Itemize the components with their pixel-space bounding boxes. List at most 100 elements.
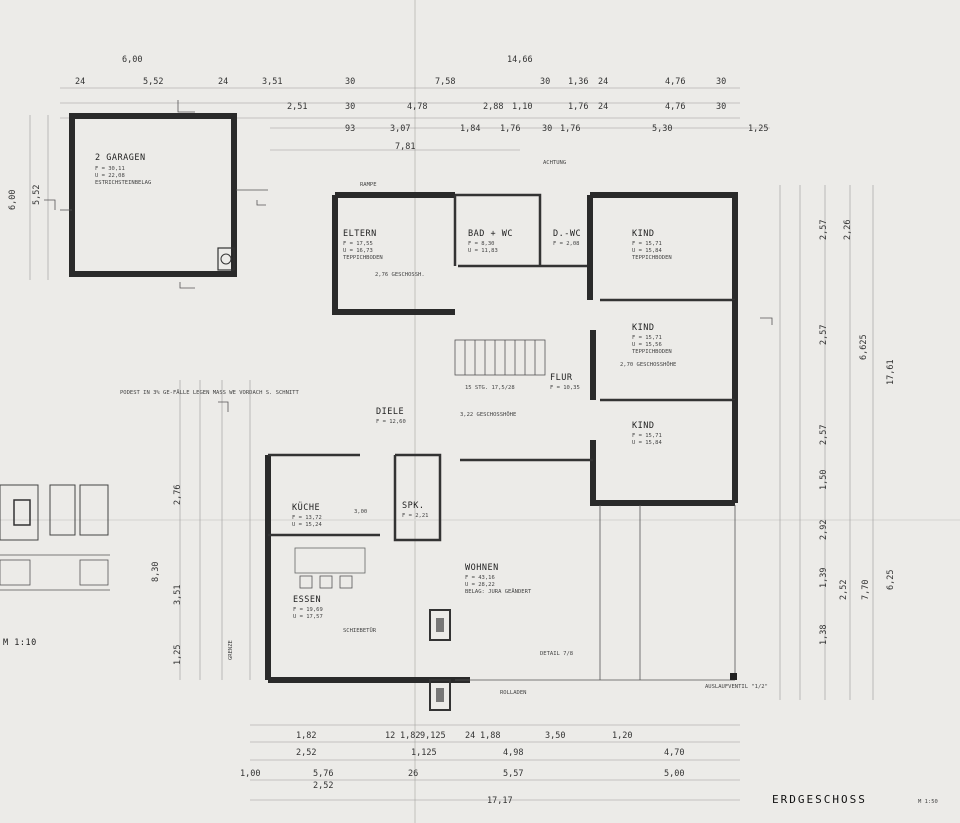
- dim-garage-width: 6,00: [122, 55, 142, 65]
- svg-text:1,36: 1,36: [568, 77, 588, 87]
- dim-row-3: 93 3,07 1,84 1,76 30 1,76 5,30 1,25: [345, 124, 768, 134]
- svg-text:30: 30: [716, 102, 726, 112]
- svg-text:U = 17,57: U = 17,57: [293, 614, 323, 620]
- svg-text:5,76: 5,76: [313, 769, 333, 779]
- label-podest: PODEST IN 3% GE-FÄLLE LEGEN MASS WE VORD…: [120, 389, 299, 396]
- svg-text:4,98: 4,98: [503, 748, 523, 758]
- svg-text:5,30: 5,30: [652, 124, 672, 134]
- svg-text:3,50: 3,50: [545, 731, 565, 741]
- svg-text:30: 30: [345, 77, 355, 87]
- room-dwc: D.-WC F = 2,08: [553, 229, 581, 247]
- room-flur: FLUR F = 10,35: [550, 373, 580, 391]
- svg-text:U = 15,56: U = 15,56: [632, 342, 662, 348]
- svg-text:1,82: 1,82: [296, 731, 316, 741]
- svg-text:1,25: 1,25: [173, 645, 183, 665]
- svg-text:ESSEN: ESSEN: [293, 595, 321, 605]
- svg-text:1,20: 1,20: [612, 731, 632, 741]
- svg-text:TEPPICHBODEN: TEPPICHBODEN: [632, 349, 672, 355]
- dining-table: [294, 547, 366, 574]
- svg-text:26: 26: [408, 769, 418, 779]
- svg-text:4,78: 4,78: [407, 102, 427, 112]
- label-auslaufventil: AUSLAUFVENTIL "1/2": [705, 684, 768, 690]
- svg-text:2 GARAGEN: 2 GARAGEN: [95, 153, 146, 163]
- svg-text:F = 30,11: F = 30,11: [95, 166, 125, 172]
- dim-bottom-row-1: 1,82 12 1,82 9,125 24 1,88 3,50 1,20: [296, 731, 632, 741]
- room-spk: SPK. F = 2,21: [402, 501, 429, 519]
- svg-text:1,125: 1,125: [411, 748, 437, 758]
- svg-text:3,07: 3,07: [390, 124, 410, 134]
- svg-text:F = 17,55: F = 17,55: [343, 241, 373, 247]
- fireplace: [429, 609, 451, 711]
- dim-row-1: 24 5,52 24 3,51 30 7,58 30 1,36 24 4,76 …: [75, 77, 726, 87]
- svg-text:1,88: 1,88: [480, 731, 500, 741]
- svg-text:BAD + WC: BAD + WC: [468, 229, 513, 239]
- svg-text:F = 2,08: F = 2,08: [553, 241, 580, 247]
- svg-text:24: 24: [598, 102, 608, 112]
- label-rampe: RAMPE: [360, 182, 377, 188]
- svg-text:TEPPICHBODEN: TEPPICHBODEN: [343, 255, 383, 261]
- dim-right-outer: 17,61: [886, 359, 896, 385]
- svg-text:93: 93: [345, 124, 355, 134]
- svg-text:FLUR: FLUR: [550, 373, 573, 383]
- svg-text:2,57: 2,57: [819, 220, 829, 240]
- svg-text:1,84: 1,84: [460, 124, 480, 134]
- svg-text:3,22 GESCHOSSHÖHE: 3,22 GESCHOSSHÖHE: [460, 411, 516, 418]
- room-eltern: ELTERN F = 17,55 U = 16,73 TEPPICHBODEN …: [343, 229, 425, 278]
- svg-text:KIND: KIND: [632, 229, 654, 239]
- svg-text:2,52: 2,52: [296, 748, 316, 758]
- svg-text:WOHNEN: WOHNEN: [465, 563, 499, 573]
- room-essen: ESSEN F = 19,69 U = 17,57: [293, 595, 323, 620]
- dim-right-mid: 6,625: [859, 334, 869, 360]
- dim-left-garage-outer: 6,00: [8, 190, 18, 210]
- svg-text:F = 13,72: F = 13,72: [292, 515, 322, 521]
- svg-text:1,00: 1,00: [240, 769, 260, 779]
- room-kind-1: KIND F = 15,71 U = 15,84 TEPPICHBODEN: [632, 229, 672, 261]
- svg-text:F = 15,71: F = 15,71: [632, 335, 662, 341]
- svg-text:KIND: KIND: [632, 421, 654, 431]
- dim-bottom-row-4: 2,52: [313, 781, 333, 791]
- svg-text:1,25: 1,25: [748, 124, 768, 134]
- svg-text:2,57: 2,57: [819, 325, 829, 345]
- left-detail-scale: M 1:10: [3, 638, 37, 648]
- svg-text:U = 15,24: U = 15,24: [292, 522, 322, 528]
- section-markers: [44, 199, 773, 412]
- svg-text:1,50: 1,50: [819, 470, 829, 490]
- svg-text:2,76 GESCHOSSH.: 2,76 GESCHOSSH.: [375, 272, 425, 278]
- label-schiebetuer: SCHIEBETÜR: [343, 627, 377, 634]
- svg-text:24: 24: [598, 77, 608, 87]
- label-achtung: ACHTUNG: [543, 160, 566, 166]
- svg-text:TEPPICHBODEN: TEPPICHBODEN: [632, 255, 672, 261]
- dim-overall-width: 14,66: [507, 55, 533, 65]
- room-diele: DIELE F = 12,60 3,22 GESCHOSSHÖHE: [376, 407, 516, 425]
- room-bad: BAD + WC F = 8,30 U = 11,83: [468, 229, 513, 254]
- dim-left-main: 8,30: [151, 562, 161, 582]
- svg-text:U = 16,73: U = 16,73: [343, 248, 373, 254]
- left-detail-fragment: [0, 484, 110, 591]
- room-kind-3: KIND F = 15,71 U = 15,84: [632, 421, 662, 446]
- svg-text:U = 28,22: U = 28,22: [465, 582, 495, 588]
- svg-text:KÜCHE: KÜCHE: [292, 502, 320, 513]
- svg-text:5,52: 5,52: [143, 77, 163, 87]
- svg-text:2,70 GESCHOSSHÖHE: 2,70 GESCHOSSHÖHE: [620, 361, 676, 368]
- room-kind-2: KIND F = 15,71 U = 15,56 TEPPICHBODEN 2,…: [620, 323, 676, 368]
- dim-bottom-row-2: 2,52 1,125 4,98 4,70: [296, 748, 684, 758]
- svg-text:30: 30: [345, 102, 355, 112]
- svg-text:1,76: 1,76: [500, 124, 520, 134]
- sheet-title: ERDGESCHOSS: [772, 793, 867, 806]
- svg-text:U = 15,84: U = 15,84: [632, 248, 662, 254]
- svg-text:4,70: 4,70: [664, 748, 684, 758]
- label-detail: DETAIL 7/8: [540, 651, 573, 657]
- svg-text:DIELE: DIELE: [376, 407, 404, 417]
- svg-text:F = 19,69: F = 19,69: [293, 607, 323, 613]
- svg-text:7,58: 7,58: [435, 77, 455, 87]
- sheet-scale: M 1:50: [918, 799, 938, 805]
- svg-text:F = 15,71: F = 15,71: [632, 433, 662, 439]
- svg-text:7,70: 7,70: [861, 580, 871, 600]
- svg-text:F = 15,71: F = 15,71: [632, 241, 662, 247]
- svg-text:1,38: 1,38: [819, 625, 829, 645]
- svg-text:1,76: 1,76: [560, 124, 580, 134]
- svg-text:24: 24: [75, 77, 85, 87]
- svg-text:ESTRICHSTEINBELAG: ESTRICHSTEINBELAG: [95, 180, 151, 186]
- dim-row-4: 7,81: [395, 142, 415, 152]
- svg-text:1,10: 1,10: [512, 102, 532, 112]
